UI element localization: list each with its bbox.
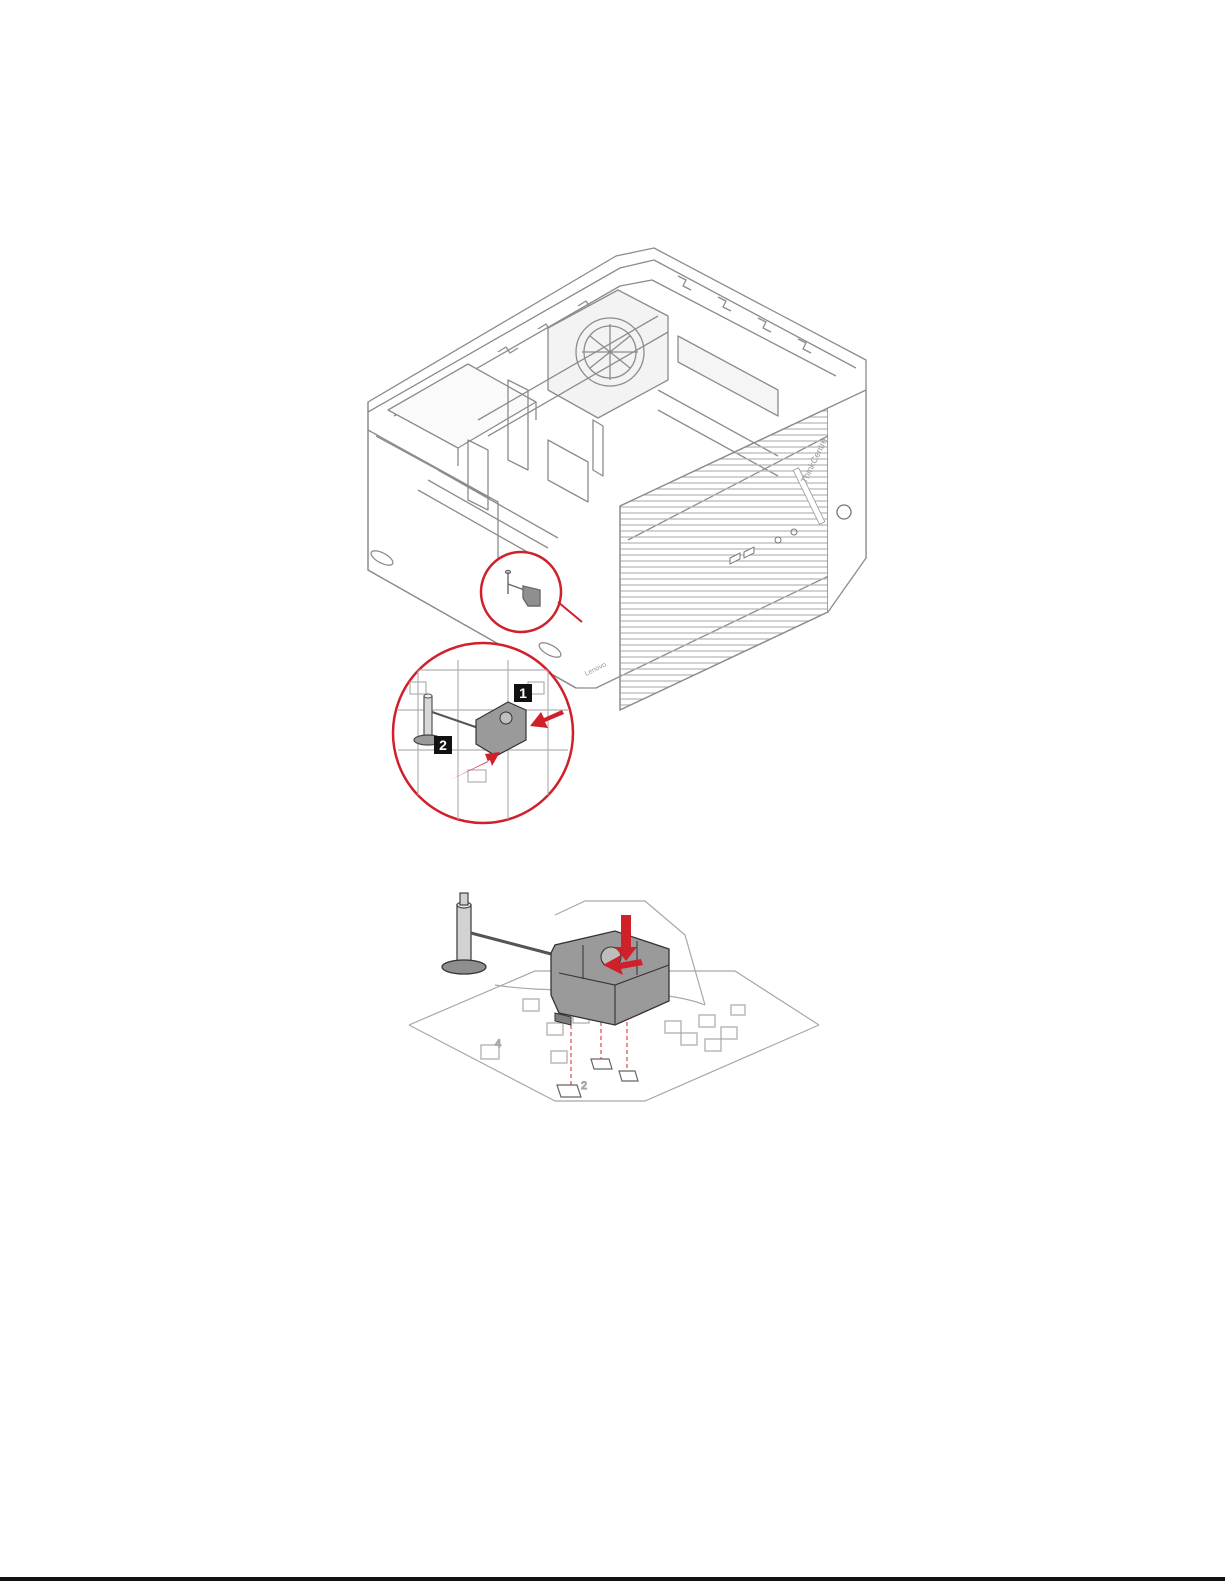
alignment-lines: [571, 1015, 627, 1085]
callout-badge-2: 2: [434, 736, 452, 754]
callout-badge-1: 1: [514, 684, 532, 702]
guide-post: [442, 893, 555, 974]
callout-number-1: 1: [519, 685, 527, 701]
footer-rule: [0, 1577, 1225, 1581]
part-label-2: 2: [581, 1080, 587, 1092]
retainer-part: [551, 931, 669, 1025]
location-callout-circle: [481, 552, 561, 632]
detail-callout-circle: 1 2: [393, 643, 573, 823]
figure-computer-chassis: ThinkCentre Lenovo: [358, 240, 870, 827]
figure-retainer-install: 4 2: [405, 875, 825, 1125]
part-label-4: 4: [495, 1038, 501, 1050]
callout-number-2: 2: [439, 737, 447, 753]
